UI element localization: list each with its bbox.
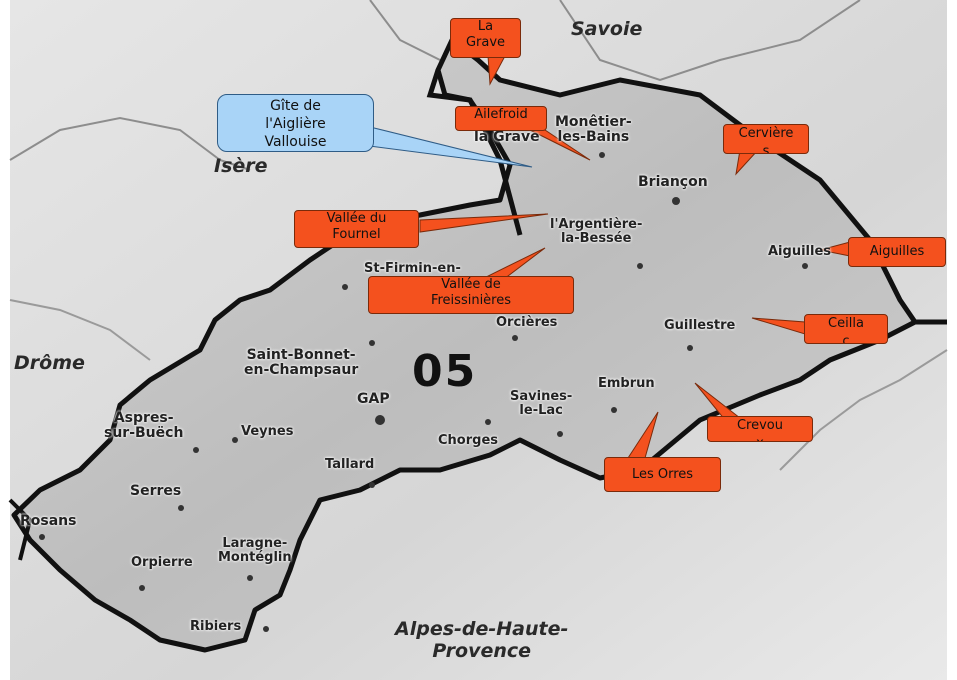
town-dot (611, 407, 617, 413)
callout-crevoux: Crevou x (707, 416, 813, 442)
town-label-tallard: Tallard (325, 457, 375, 472)
region-isere: Isère (214, 155, 268, 177)
town-dot (687, 345, 693, 351)
town-dot (369, 482, 375, 488)
neighbour-border (9, 299, 151, 361)
neighbour-border (369, 0, 441, 61)
town-label-st-firmin: St-Firmin-en- (364, 261, 461, 276)
department-border-detail (426, 69, 523, 236)
neighbour-border (559, 0, 861, 82)
neighbour-border (779, 349, 948, 471)
left-white-margin (0, 0, 10, 680)
town-dot (599, 152, 605, 158)
town-dot (557, 431, 563, 437)
town-dot (139, 585, 145, 591)
town-label-orcieres: Orcières (496, 315, 558, 330)
town-label-aspres: Aspres- sur-Buëch (104, 410, 184, 441)
town-label-guillestre: Guillestre (664, 318, 736, 333)
callout-pointers (419, 55, 851, 459)
town-label-rosans: Rosans (20, 513, 77, 529)
town-dots (39, 152, 808, 632)
neighbour-border (9, 116, 251, 171)
town-dot (369, 340, 375, 346)
callout-la-grave: La Grave (450, 18, 521, 58)
town-label-serres: Serres (130, 483, 182, 499)
callout-les-orres: Les Orres (604, 457, 721, 492)
town-dot (512, 335, 518, 341)
department-border-detail (8, 498, 33, 561)
town-label-la-grave: la Grave (474, 129, 540, 145)
town-label-gap: GAP (357, 391, 390, 407)
callout-aiguilles: Aiguilles (848, 237, 946, 267)
town-dot (247, 575, 253, 581)
callout-vallee-de-freissinieres: Vallée de Freissinières (368, 276, 574, 314)
town-dot (178, 505, 184, 511)
callout-ailefroid: Ailefroid (455, 106, 547, 131)
town-label-argentiere: l'Argentière- la-Bessée (550, 217, 643, 246)
region-savoie: Savoie (571, 18, 643, 40)
town-dot (193, 447, 199, 453)
town-dot (232, 437, 238, 443)
town-label-briancon: Briançon (638, 174, 708, 190)
town-dot (637, 263, 643, 269)
region-drome: Drôme (14, 352, 85, 374)
town-dot (672, 197, 680, 205)
callout-pointer (419, 213, 549, 233)
town-label-monetier: Monêtier- les-Bains (555, 114, 632, 145)
callout-cervieres: Cervière s (723, 124, 809, 154)
town-label-savines: Savines- le-Lac (510, 389, 573, 418)
town-label-chorges: Chorges (438, 433, 498, 448)
callout-gite-aigliere: Gîte de l'Aiglière Vallouise (217, 94, 374, 152)
department-number: 05 (412, 346, 478, 397)
town-label-embrun: Embrun (598, 376, 655, 391)
region-alpes-de-haute-provence: Alpes-de-Haute- Provence (395, 618, 569, 662)
town-dot (802, 263, 808, 269)
town-label-saint-bonnet: Saint-Bonnet- en-Champsaur (244, 347, 359, 378)
town-dot (263, 626, 269, 632)
town-label-aiguilles: Aiguilles (768, 244, 832, 259)
town-label-orpierre: Orpierre (131, 555, 193, 570)
town-dot (39, 534, 45, 540)
town-dot (342, 284, 348, 290)
town-dot (485, 419, 491, 425)
callout-vallee-du-fournel: Vallée du Fournel (294, 210, 419, 248)
town-label-laragne: Laragne- Montéglin (218, 536, 292, 565)
town-label-ribiers: Ribiers (190, 619, 242, 634)
callout-ceillac: Ceilla c (804, 314, 888, 344)
town-dot (375, 415, 385, 425)
town-label-veynes: Veynes (241, 424, 294, 439)
